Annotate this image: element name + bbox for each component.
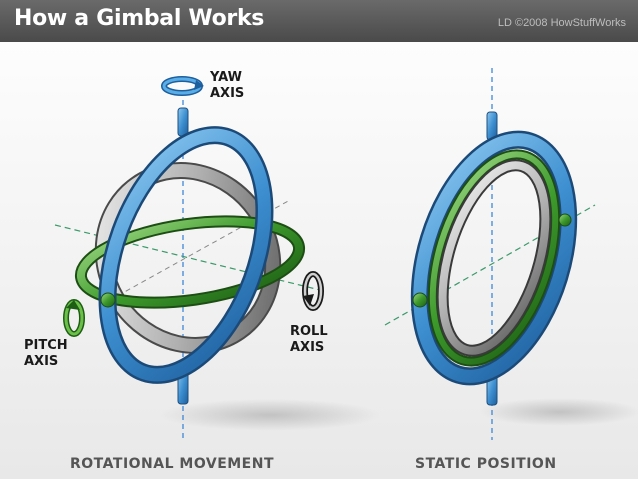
outer-gimbal-ring-face [101, 128, 271, 382]
header-bar: How a Gimbal Works LD ©2008 HowStuffWork… [0, 0, 638, 42]
pitch-axis-label-line1: PITCH [24, 338, 68, 353]
yaw-axis-label: YAW AXIS [210, 70, 244, 102]
top-shaft [177, 107, 189, 137]
yaw-rotation-icon [161, 76, 204, 96]
roll-rotation-icon [302, 271, 324, 311]
pitch-pivot [412, 292, 428, 308]
inner-gimbal-ring-face [429, 151, 559, 365]
roll-axis-label-line1: ROLL [290, 324, 328, 339]
rotational-gimbal [54, 76, 380, 440]
static-gimbal [384, 68, 638, 440]
pitch-axis-label-line2: AXIS [24, 354, 59, 369]
yaw-axis-label-line1: YAW [210, 70, 242, 85]
pitch-rotation-icon [63, 299, 85, 337]
pitch-pivot [558, 213, 572, 227]
caption-rotational-movement: ROTATIONAL MOVEMENT [70, 456, 275, 472]
floor-shadow [160, 399, 380, 431]
pitch-pivot [100, 292, 116, 308]
page-title: How a Gimbal Works [14, 6, 265, 31]
pitch-axis-label: PITCH AXIS [24, 338, 68, 370]
roll-axis-label-line2: AXIS [290, 340, 325, 355]
yaw-axis-label-line2: AXIS [210, 86, 245, 101]
floor-shadow [480, 398, 638, 426]
copyright-credit: LD ©2008 HowStuffWorks [497, 17, 626, 29]
inner-gimbal-ring-face [76, 217, 304, 307]
caption-static-position: STATIC POSITION [415, 456, 557, 472]
roll-axis-label: ROLL AXIS [290, 324, 328, 356]
gimbal-diagram [54, 68, 638, 440]
outer-gimbal-ring-face [413, 133, 575, 383]
middle-gimbal-ring-face [438, 161, 550, 355]
